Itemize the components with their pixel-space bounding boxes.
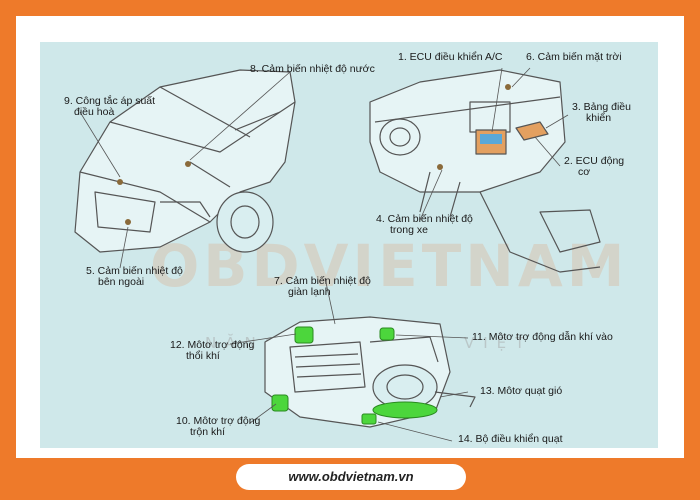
blower-controller bbox=[361, 413, 377, 425]
label-3-control-panel-line1: 3. Bảng điều bbox=[572, 101, 631, 113]
actuator-air-mix bbox=[271, 394, 289, 412]
label-5-ambient-sensor-line2: bên ngoài bbox=[98, 276, 145, 288]
label-12-mode-actuator-line2: thổi khí bbox=[186, 350, 220, 362]
label-9-pressure-switch-line1: 9. Công tắc áp suất bbox=[64, 95, 156, 107]
label-3-control-panel-line2: khiển bbox=[586, 112, 612, 124]
label-9-pressure-switch-line2: điều hoà bbox=[74, 106, 115, 118]
label-11-inlet-actuator: 11. Môtơ trợ động dẫn khí vào bbox=[472, 331, 613, 343]
ac-system-diagram: OBDVIETNAM NĂNG TẦM GARA VIỆT bbox=[40, 42, 658, 448]
label-7-evaporator-sensor-line1: 7. Cảm biến nhiệt độ bbox=[274, 275, 371, 287]
label-4-cabin-sensor-line1: 4. Cảm biến nhiệt độ bbox=[376, 213, 473, 225]
label-10-mix-actuator-line1: 10. Môtơ trợ động bbox=[176, 415, 261, 427]
label-10-mix-actuator-line2: trộn khí bbox=[190, 426, 226, 438]
label-5-ambient-sensor-line1: 5. Cảm biến nhiệt độ bbox=[86, 265, 183, 277]
blower-motor-ring bbox=[372, 401, 438, 419]
label-7-evaporator-sensor-line2: giàn lạnh bbox=[288, 286, 331, 298]
label-2-engine-ecu-line1: 2. ECU động bbox=[564, 155, 625, 167]
label-1-ac-ecu: 1. ECU điều khiển A/C bbox=[398, 51, 503, 63]
diagram-drawing bbox=[74, 67, 601, 442]
label-2-engine-ecu-line2: cơ bbox=[578, 166, 591, 178]
label-12-mode-actuator-line1: 12. Môtơ trợ động bbox=[170, 339, 255, 351]
label-8-coolant-sensor: 8. Cảm biến nhiệt độ nước bbox=[250, 63, 375, 75]
footer-pill bbox=[236, 464, 466, 490]
label-6-sun-sensor: 6. Cảm biến mặt trời bbox=[526, 51, 622, 63]
actuator-air-inlet bbox=[379, 327, 395, 341]
label-13-blower-motor: 13. Môtơ quạt gió bbox=[480, 385, 563, 397]
dashboard-illustration bbox=[369, 69, 601, 273]
footer-url[interactable]: www.obdvietnam.vn bbox=[288, 469, 414, 484]
hvac-unit-illustration bbox=[264, 316, 476, 428]
label-14-blower-controller: 14. Bộ điều khiển quạt bbox=[458, 433, 563, 445]
label-4-cabin-sensor-line2: trong xe bbox=[390, 224, 428, 236]
actuator-airflow-mode bbox=[294, 326, 314, 344]
